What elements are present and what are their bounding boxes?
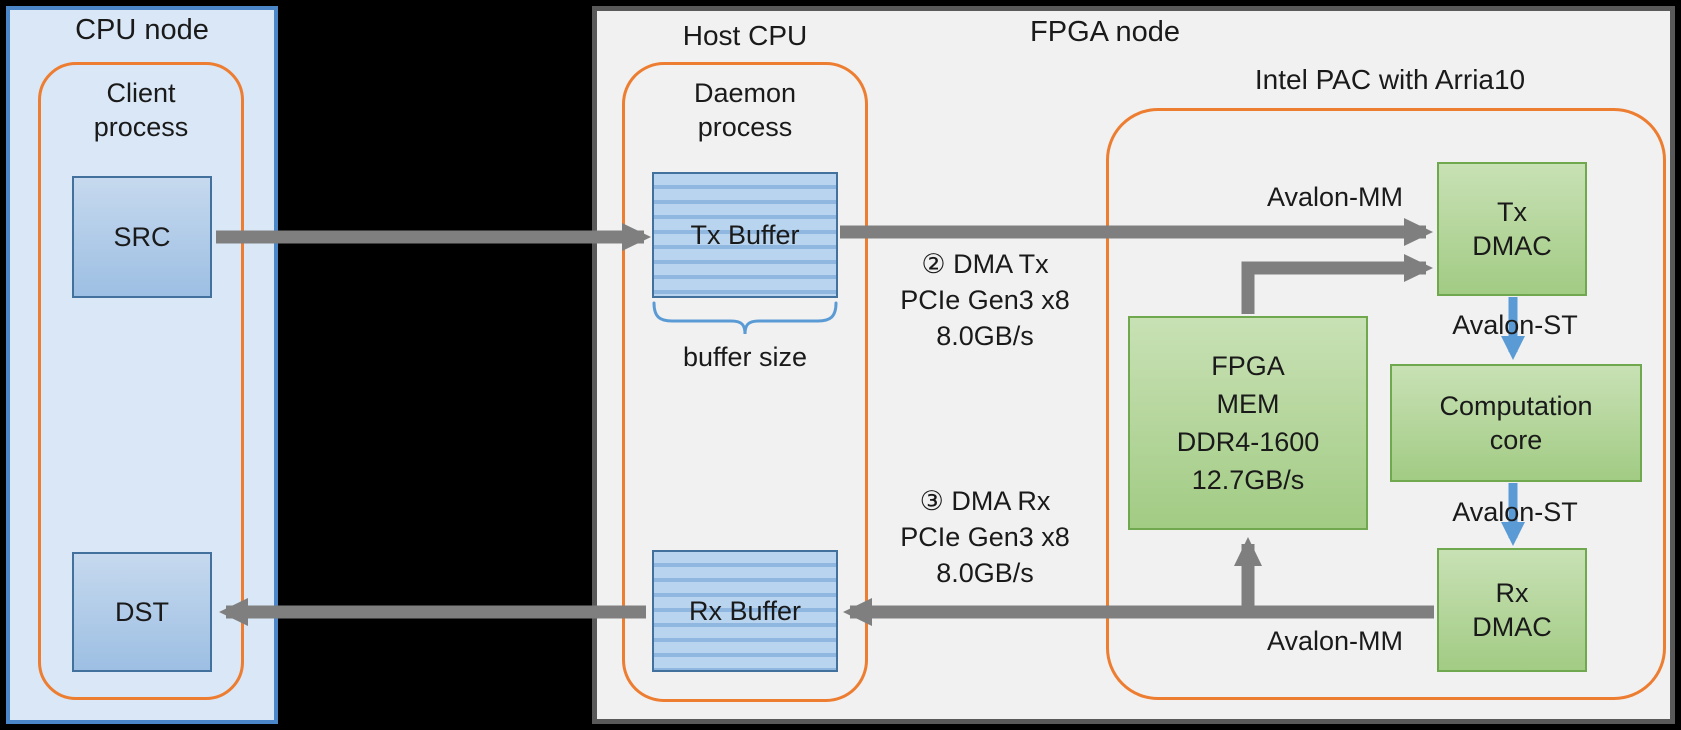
host-cpu-label: Host CPU: [682, 20, 808, 51]
daemon-process-label-line2: process: [697, 112, 793, 142]
buffer-size-label: buffer size: [682, 342, 808, 372]
avalon-st-bottom-label: Avalon-ST: [1452, 497, 1578, 527]
computation-core-label-line1: Computation: [1439, 391, 1593, 421]
rx-buffer-label: Rx Buffer: [688, 596, 802, 626]
tx-dmac-label-line1: Tx: [1497, 197, 1527, 227]
dst-box: DST: [72, 552, 212, 672]
src-label: SRC: [113, 222, 171, 252]
fpga-mem-label-line1: FPGA: [1211, 351, 1285, 381]
rx-buffer-box: Rx Buffer: [652, 550, 838, 672]
cpu-node-title: CPU node: [75, 14, 209, 46]
fpga-mem-label-line4: 12.7GB/s: [1191, 465, 1305, 495]
dma-rx-label-line2: PCIe Gen3 x8: [900, 522, 1070, 552]
dma-tx-label-line3: 8.0GB/s: [936, 321, 1034, 351]
dma-tx-label: ② DMA Tx PCIe Gen3 x8 8.0GB/s: [855, 246, 1115, 354]
fpga-mem-box: FPGA MEM DDR4-1600 12.7GB/s: [1128, 316, 1368, 530]
src-box: SRC: [72, 176, 212, 298]
client-process-frame: [38, 62, 244, 700]
fpga-mem-label-line2: MEM: [1216, 389, 1280, 419]
fpga-node-title: FPGA node: [1030, 16, 1180, 48]
client-process-label-line2: process: [93, 112, 189, 142]
dma-rx-label-line3: 8.0GB/s: [936, 558, 1034, 588]
dma-tx-label-line2: PCIe Gen3 x8: [900, 285, 1070, 315]
client-process-label: Client process: [38, 76, 244, 144]
computation-core-box: Computation core: [1390, 364, 1642, 482]
dma-rx-label: ③ DMA Rx PCIe Gen3 x8 8.0GB/s: [855, 483, 1115, 591]
daemon-process-label-line1: Daemon: [693, 78, 797, 108]
daemon-process-frame: [622, 62, 868, 702]
rx-dmac-label-line1: Rx: [1495, 578, 1529, 608]
dma-tx-label-line1: ② DMA Tx: [921, 249, 1049, 279]
computation-core-label-line2: core: [1489, 425, 1543, 455]
avalon-mm-top-label: Avalon-MM: [1266, 182, 1404, 212]
client-process-label-line1: Client: [106, 78, 176, 108]
rx-dmac-label-line2: DMAC: [1472, 612, 1552, 642]
daemon-process-label: Daemon process: [622, 76, 868, 144]
fpga-mem-label-line3: DDR4-1600: [1176, 427, 1320, 457]
intel-pac-title: Intel PAC with Arria10: [1254, 64, 1526, 95]
tx-buffer-box: Tx Buffer: [652, 172, 838, 298]
tx-dmac-label-line2: DMAC: [1472, 231, 1552, 261]
intel-pac-frame: [1106, 108, 1666, 700]
tx-buffer-label: Tx Buffer: [690, 220, 800, 250]
rx-dmac-box: Rx DMAC: [1437, 548, 1587, 672]
dst-label: DST: [115, 597, 169, 627]
avalon-mm-bottom-label: Avalon-MM: [1266, 626, 1404, 656]
avalon-st-top-label: Avalon-ST: [1452, 310, 1578, 340]
dma-rx-label-line1: ③ DMA Rx: [919, 486, 1051, 516]
tx-dmac-box: Tx DMAC: [1437, 162, 1587, 296]
